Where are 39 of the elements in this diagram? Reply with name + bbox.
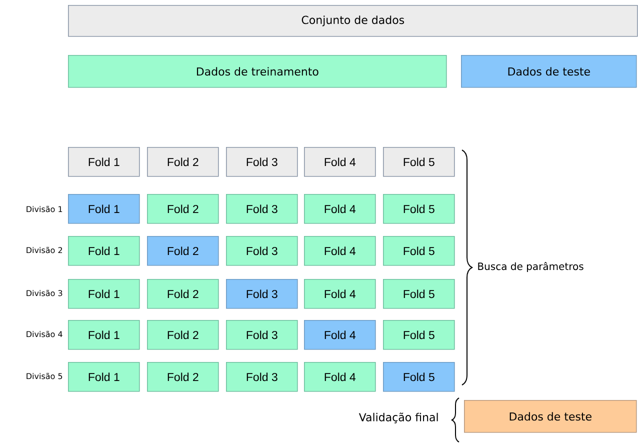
row-label: Divisão 2	[26, 246, 62, 254]
fold-box: Fold 3	[226, 147, 298, 177]
brace-label: Validação final	[358, 412, 438, 424]
dataset-box: Dados de treinamento	[68, 55, 447, 88]
fold-box: Fold 2	[147, 320, 219, 350]
fold-box: Fold 2	[147, 194, 219, 224]
fold-box: Fold 1	[68, 236, 140, 266]
fold-box: Fold 5	[383, 236, 455, 266]
fold-box: Fold 2	[147, 236, 219, 266]
fold-box: Fold 5	[383, 320, 455, 350]
fold-box: Fold 4	[304, 236, 376, 266]
fold-box: Fold 1	[68, 279, 140, 309]
fold-box: Fold 2	[147, 279, 219, 309]
fold-box: Fold 4	[304, 320, 376, 350]
fold-box: Fold 5	[383, 147, 455, 177]
fold-box: Fold 5	[383, 279, 455, 309]
fold-box: Fold 4	[304, 147, 376, 177]
fold-box: Fold 5	[383, 194, 455, 224]
fold-box: Fold 2	[147, 147, 219, 177]
fold-box: Fold 3	[226, 320, 298, 350]
fold-box: Fold 1	[68, 147, 140, 177]
fold-box: Fold 3	[226, 194, 298, 224]
dataset-box: Dados de teste	[464, 400, 637, 433]
fold-box: Fold 1	[68, 362, 140, 392]
row-label: Divisão 5	[26, 372, 62, 380]
fold-box: Fold 4	[304, 279, 376, 309]
fold-box: Fold 1	[68, 194, 140, 224]
dataset-box: Conjunto de dados	[68, 5, 638, 37]
fold-box: Fold 3	[226, 279, 298, 309]
fold-box: Fold 5	[383, 362, 455, 392]
fold-box: Fold 3	[226, 362, 298, 392]
fold-box: Fold 4	[304, 362, 376, 392]
fold-box: Fold 2	[147, 362, 219, 392]
fold-box: Fold 1	[68, 320, 140, 350]
dataset-box: Dados de teste	[461, 55, 637, 88]
brace-label: Busca de parâmetros	[478, 262, 584, 272]
fold-box: Fold 4	[304, 194, 376, 224]
fold-box: Fold 3	[226, 236, 298, 266]
row-label: Divisão 4	[26, 330, 62, 338]
